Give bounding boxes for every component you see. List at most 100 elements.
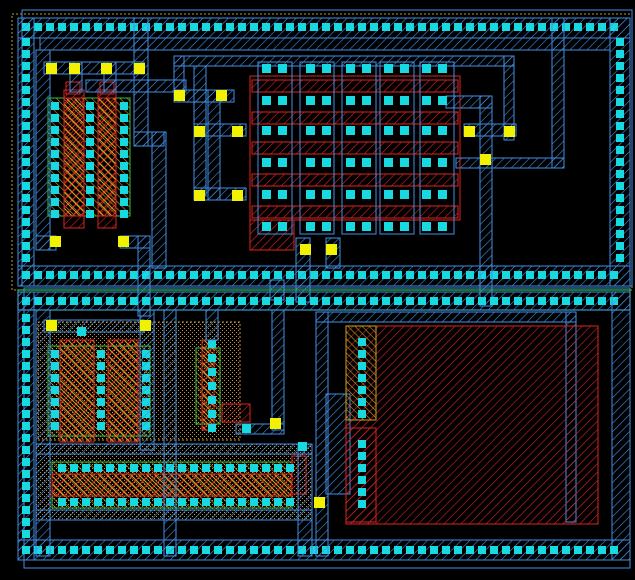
square-contact-icon <box>418 297 426 305</box>
poly-finger <box>251 141 459 155</box>
square-contact-icon <box>22 134 30 142</box>
square-contact-icon <box>22 194 30 202</box>
square-contact-icon <box>22 470 30 478</box>
square-contact-icon <box>358 271 366 279</box>
square-contact-icon <box>286 498 294 506</box>
square-contact-icon <box>598 23 606 31</box>
square-contact-icon <box>610 546 618 554</box>
square-contact-icon <box>208 396 216 404</box>
square-contact-icon <box>262 23 270 31</box>
square-contact-icon <box>46 297 54 305</box>
bottom-top-rail <box>17 291 631 311</box>
square-contact-icon <box>422 158 431 167</box>
square-contact-icon <box>250 23 258 31</box>
square-contact-icon <box>97 362 105 370</box>
square-contact-icon <box>238 546 246 554</box>
square-contact-icon <box>384 126 393 135</box>
square-contact-icon <box>106 271 114 279</box>
square-contact-icon <box>214 464 222 472</box>
poly-finger <box>251 111 459 125</box>
square-contact-icon <box>202 546 210 554</box>
square-contact-icon <box>310 297 318 305</box>
square-contact-icon <box>454 297 462 305</box>
square-contact-icon <box>22 74 30 82</box>
square-contact-icon <box>86 150 94 158</box>
top-ground-rail <box>17 265 631 287</box>
square-contact-icon <box>358 362 366 370</box>
square-contact-icon <box>22 206 30 214</box>
square-via-icon <box>216 90 227 101</box>
square-contact-icon <box>358 297 366 305</box>
square-contact-icon <box>142 546 150 554</box>
square-contact-icon <box>120 162 128 170</box>
square-contact-icon <box>22 254 30 262</box>
square-contact-icon <box>22 422 30 430</box>
square-contact-icon <box>202 464 210 472</box>
square-contact-icon <box>70 498 78 506</box>
square-contact-icon <box>346 158 355 167</box>
square-contact-icon <box>616 146 624 154</box>
square-contact-icon <box>118 546 126 554</box>
square-contact-icon <box>306 190 315 199</box>
square-via-icon <box>194 190 205 201</box>
square-contact-icon <box>178 271 186 279</box>
square-contact-icon <box>70 23 78 31</box>
square-contact-icon <box>208 424 216 432</box>
square-via-icon <box>101 63 112 74</box>
square-via-icon <box>46 63 57 74</box>
square-contact-icon <box>438 96 447 105</box>
square-contact-icon <box>422 126 431 135</box>
square-contact-icon <box>238 464 246 472</box>
square-contact-icon <box>250 546 258 554</box>
square-contact-icon <box>214 498 222 506</box>
square-contact-icon <box>586 23 594 31</box>
square-contact-icon <box>334 546 342 554</box>
square-contact-icon <box>178 546 186 554</box>
square-contact-icon <box>574 271 582 279</box>
square-contact-icon <box>384 222 393 231</box>
square-contact-icon <box>490 271 498 279</box>
square-contact-icon <box>298 23 306 31</box>
square-contact-icon <box>94 23 102 31</box>
square-contact-icon <box>298 297 306 305</box>
bottom-right-rail <box>611 291 631 561</box>
square-contact-icon <box>616 134 624 142</box>
square-contact-icon <box>384 64 393 73</box>
square-contact-icon <box>106 23 114 31</box>
square-contact-icon <box>154 297 162 305</box>
square-contact-icon <box>226 546 234 554</box>
bottom-left-rail <box>17 291 35 561</box>
square-contact-icon <box>400 64 409 73</box>
square-contact-icon <box>214 271 222 279</box>
square-contact-icon <box>22 458 30 466</box>
square-contact-icon <box>384 190 393 199</box>
square-contact-icon <box>130 297 138 305</box>
square-contact-icon <box>142 297 150 305</box>
square-contact-icon <box>466 23 474 31</box>
square-contact-icon <box>422 96 431 105</box>
square-contact-icon <box>22 271 30 279</box>
square-contact-icon <box>51 186 59 194</box>
square-contact-icon <box>346 96 355 105</box>
square-contact-icon <box>422 222 431 231</box>
square-contact-icon <box>86 174 94 182</box>
square-contact-icon <box>106 546 114 554</box>
top-power-rail <box>17 17 631 39</box>
square-contact-icon <box>346 222 355 231</box>
square-via-icon <box>140 320 151 331</box>
square-contact-icon <box>82 464 90 472</box>
square-contact-icon <box>514 23 522 31</box>
square-contact-icon <box>22 50 30 58</box>
square-contact-icon <box>358 500 366 508</box>
square-contact-icon <box>262 297 270 305</box>
top-via-group <box>46 63 515 255</box>
square-contact-icon <box>322 297 330 305</box>
square-contact-icon <box>334 23 342 31</box>
square-contact-icon <box>226 498 234 506</box>
square-contact-icon <box>238 271 246 279</box>
square-contact-icon <box>322 64 331 73</box>
square-contact-icon <box>22 386 30 394</box>
square-contact-icon <box>550 297 558 305</box>
square-contact-icon <box>574 546 582 554</box>
square-contact-icon <box>322 96 331 105</box>
